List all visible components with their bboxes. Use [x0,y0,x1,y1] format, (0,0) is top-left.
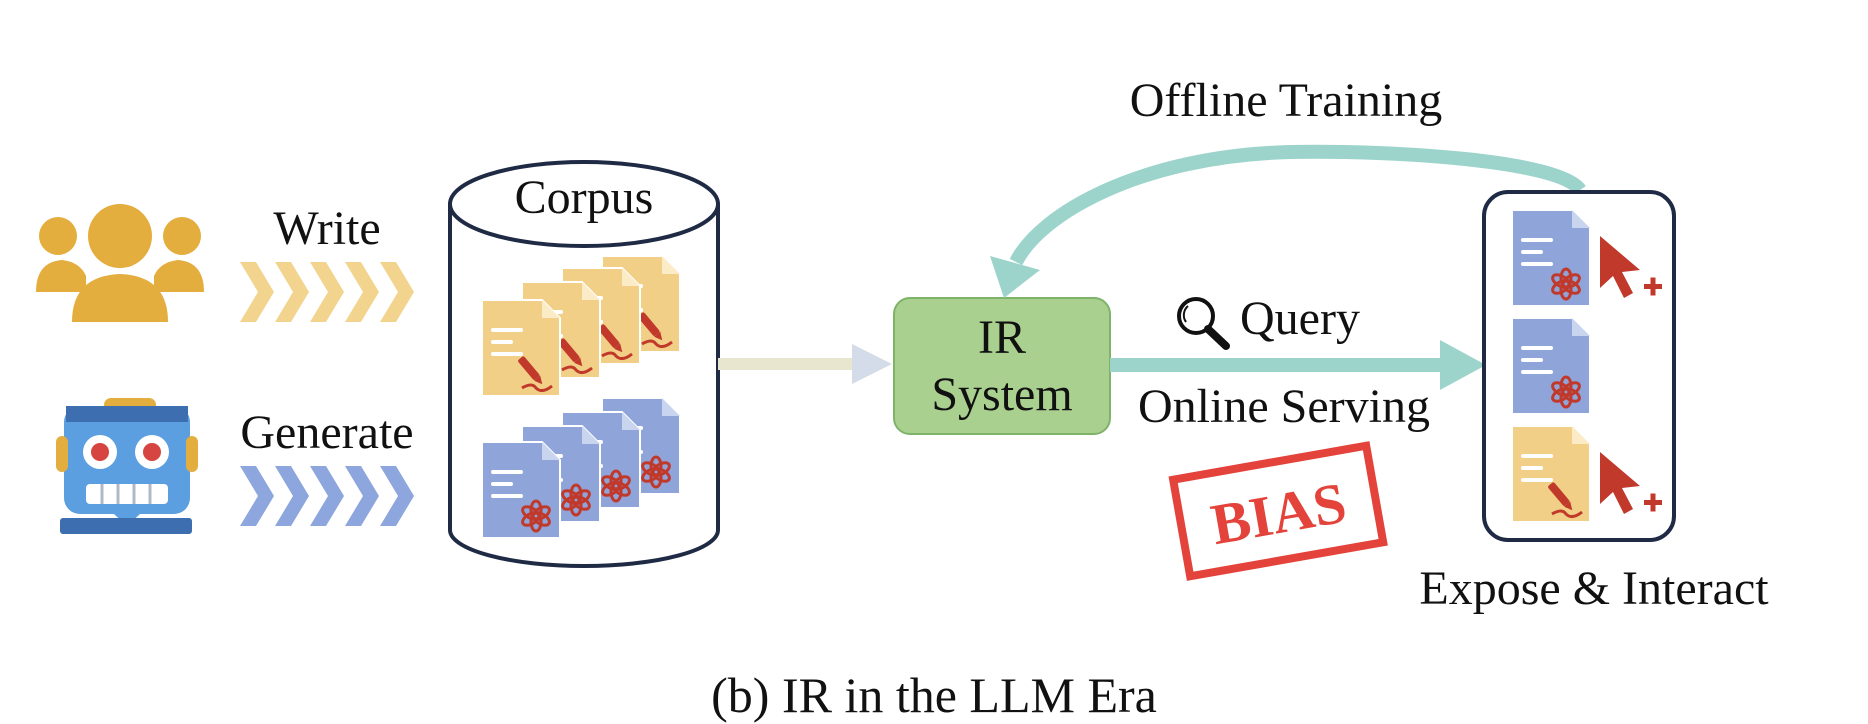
result-item-human-clicked [1510,424,1592,524]
users-icon [36,204,204,322]
write-chevrons [240,262,414,322]
robot-icon [56,398,198,534]
ir-system-label-line1: IR [978,311,1026,364]
query-label: Query [1240,292,1360,345]
generate-label: Generate [240,406,413,459]
online-serving-arrow [1110,340,1486,390]
bias-stamp: BIAS [1168,441,1388,581]
online-serving-label: Online Serving [1138,380,1430,433]
offline-training-label: Offline Training [1130,74,1442,127]
result-item-llm-clicked [1510,208,1592,308]
generate-chevrons [240,466,414,526]
search-icon [1177,297,1230,350]
corpus-to-ir-arrow [718,344,892,384]
result-item-llm [1510,316,1592,416]
ir-system-label-line2: System [931,368,1072,421]
expose-interact-label: Expose & Interact [1419,562,1769,615]
corpus-label: Corpus [515,171,654,224]
write-label: Write [273,202,380,255]
figure-caption: (b) IR in the LLM Era [711,667,1157,723]
offline-training-arrow [990,144,1586,298]
